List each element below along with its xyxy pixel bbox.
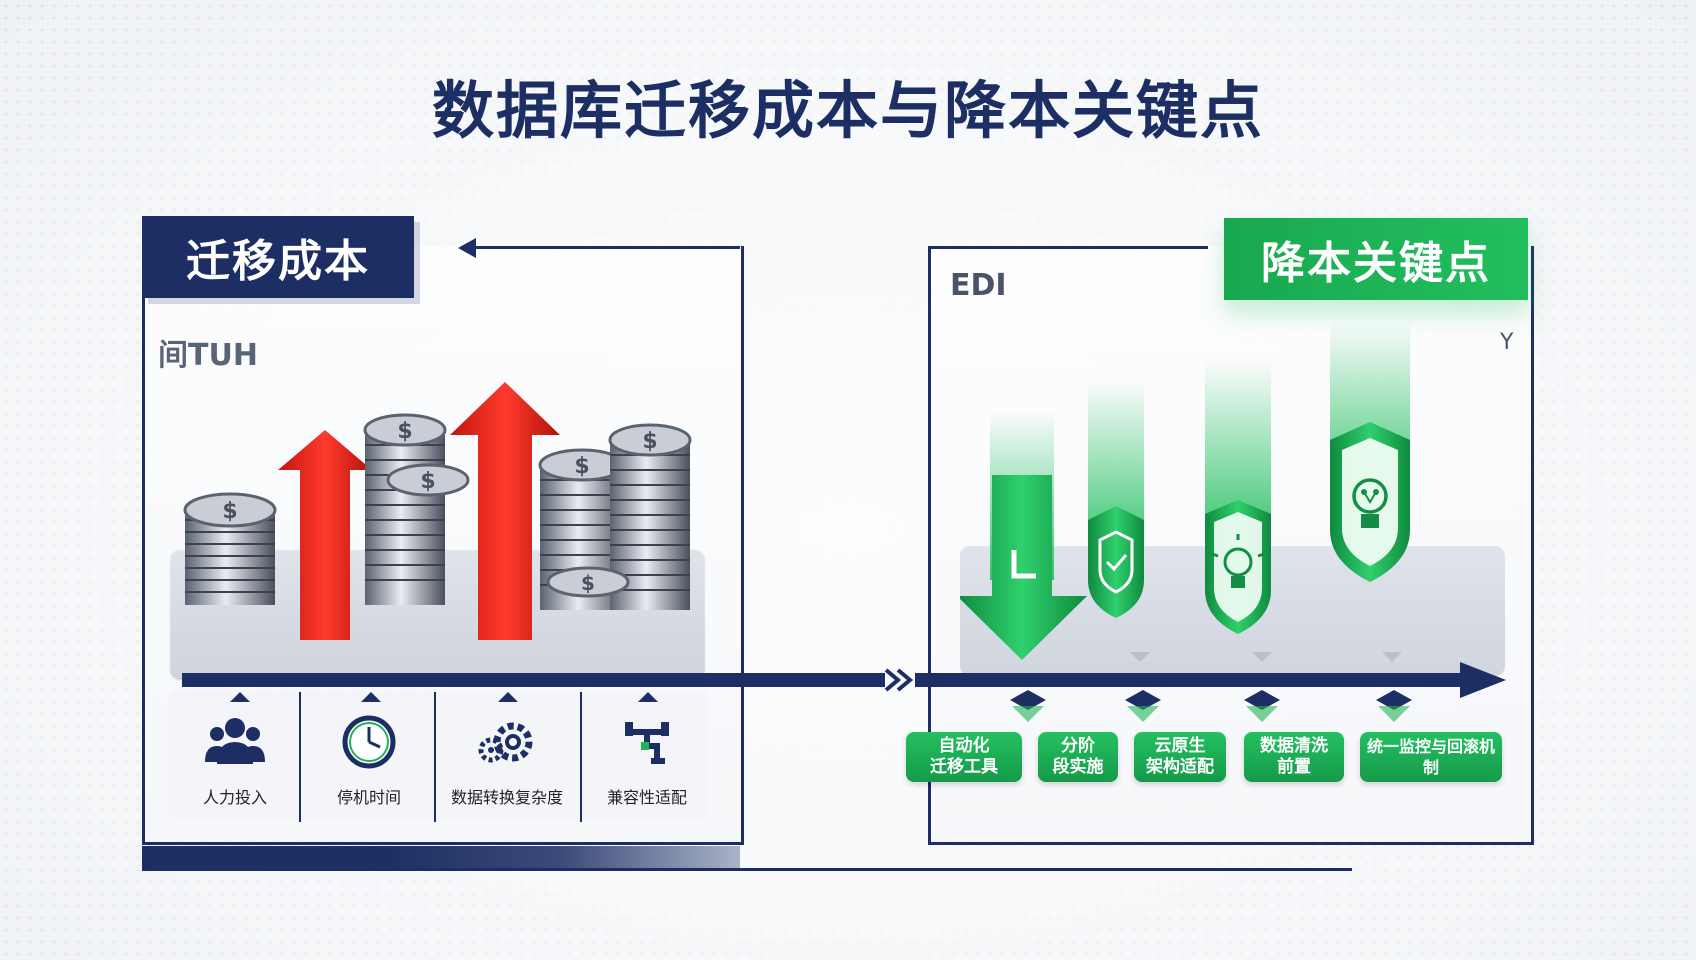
shield-bulb-large-icon — [1330, 422, 1410, 582]
cost-card-conversion: 数据转换复杂度 — [437, 692, 577, 820]
coin-stack-1: $ — [183, 492, 277, 605]
cost-card-label: 停机时间 — [336, 788, 401, 807]
card-divider — [580, 692, 582, 822]
shield-check-icon — [1088, 506, 1144, 618]
coins-illustration: $ $ $ $ — [183, 382, 692, 640]
cost-panel-top-line — [470, 246, 740, 249]
savings-illustration — [960, 320, 1410, 660]
svg-text:$: $ — [574, 454, 589, 479]
savings-mark: Y — [1500, 330, 1514, 355]
key-point-data-cleansing: 数据清洗 前置 — [1244, 732, 1344, 782]
svg-text:$: $ — [222, 499, 237, 524]
key-point-monitoring-rollback: 统一监控与回滚机 制 — [1360, 732, 1502, 782]
cost-badge: 迁移成本 — [142, 216, 414, 298]
pipe-icon — [625, 722, 669, 764]
cost-card-label: 兼容性适配 — [606, 788, 687, 807]
key-point-cloud-native: 云原生 架构适配 — [1134, 732, 1226, 782]
svg-text:$: $ — [642, 429, 657, 454]
svg-text:$: $ — [397, 419, 412, 444]
left-arrow-icon — [458, 238, 476, 258]
page-title: 数据库迁移成本与降本关键点 — [431, 74, 1264, 147]
cost-card-label: 人力投入 — [202, 788, 267, 807]
card-divider — [434, 692, 436, 822]
bottom-line — [142, 868, 1352, 871]
card-divider — [299, 692, 301, 822]
coin-stack-3: $ $ $ — [538, 423, 692, 610]
people-icon — [205, 718, 265, 764]
savings-badge: 降本关键点 — [1224, 218, 1528, 300]
gears-icon — [478, 722, 533, 763]
clock-icon — [342, 715, 396, 769]
cost-card-label: 数据转换复杂度 — [450, 788, 563, 807]
key-point-phased: 分阶 段实施 — [1038, 732, 1118, 782]
down-arrow-icon — [960, 475, 1087, 660]
cost-card-compat: 兼容性适配 — [583, 692, 711, 820]
cost-card-downtime: 停机时间 — [302, 692, 436, 820]
bottom-bar — [142, 846, 740, 870]
svg-text:$: $ — [420, 469, 435, 494]
shield-bulb-icon — [1205, 500, 1271, 634]
red-arrow-2 — [450, 382, 560, 640]
savings-panel-top-line — [928, 246, 1208, 249]
cost-subtitle: 间TUH — [158, 338, 258, 373]
key-point-auto-tools: 自动化 迁移工具 — [906, 732, 1022, 782]
savings-subtitle: EDI — [950, 268, 1007, 303]
svg-text:$: $ — [581, 571, 595, 595]
coin-stack-2: $ $ — [363, 413, 470, 605]
cost-card-labor: 人力投入 — [168, 692, 302, 820]
